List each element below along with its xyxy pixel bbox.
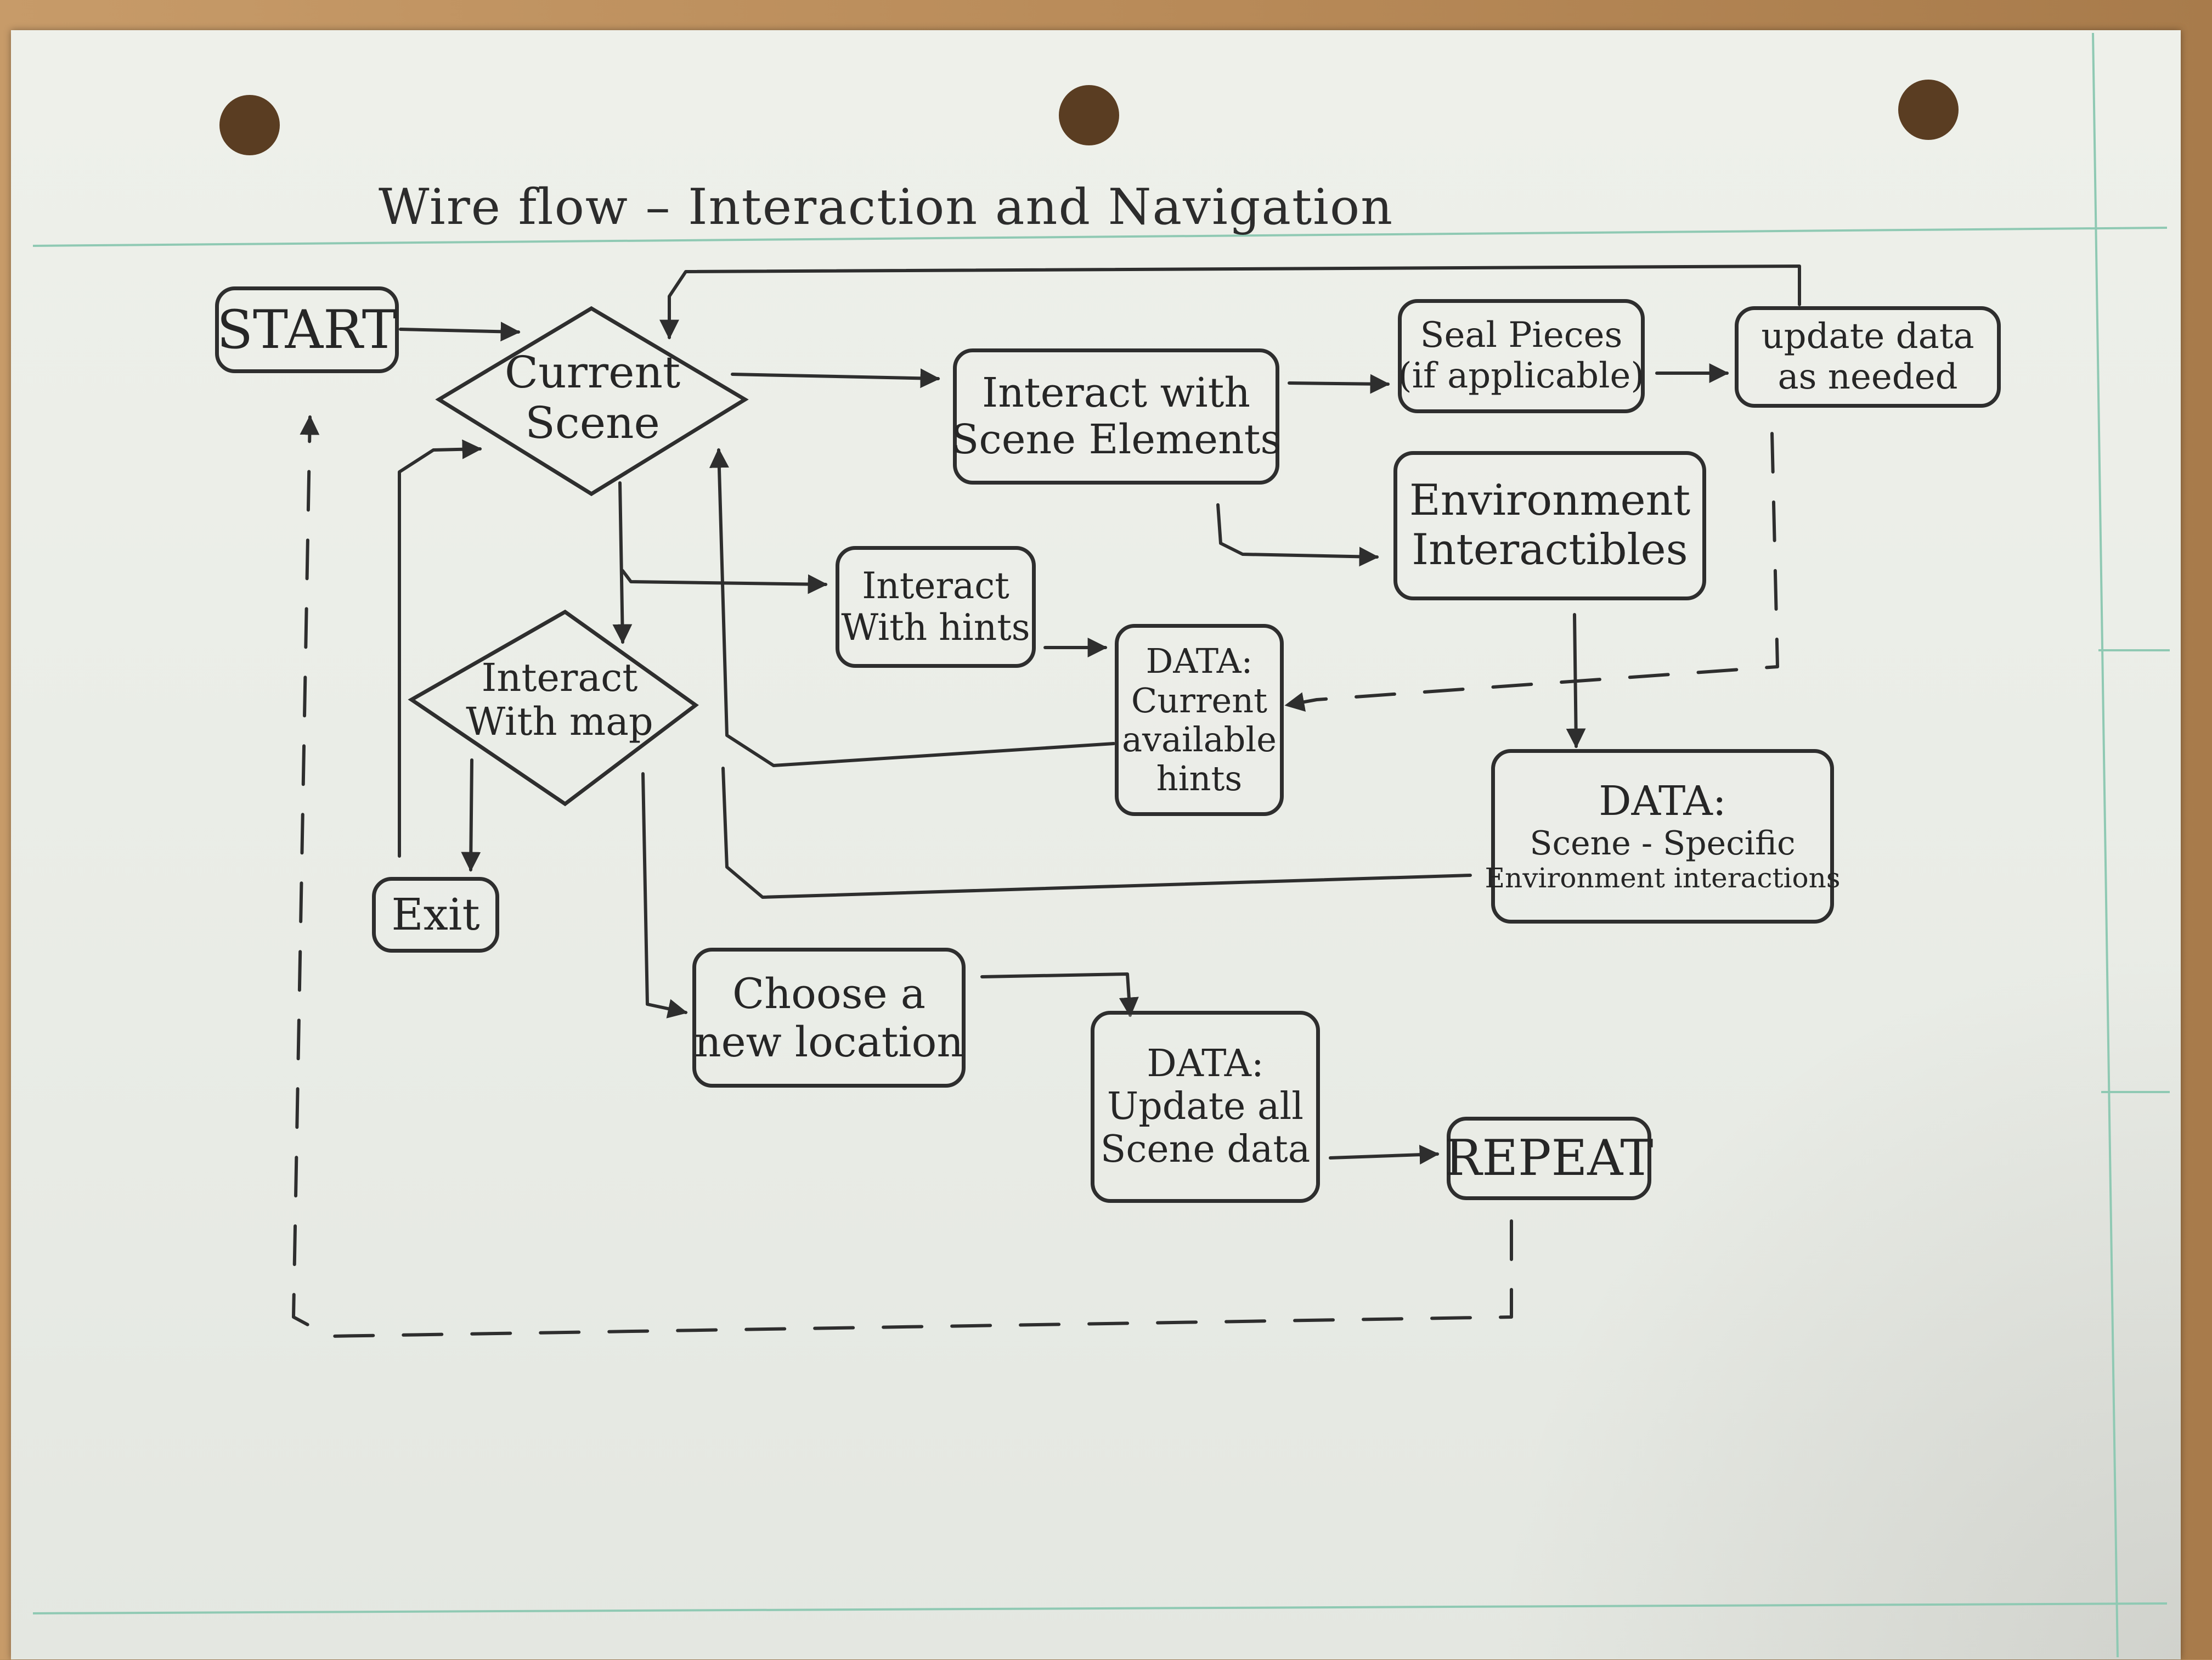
diagram-title: Wire flow – Interaction and Navigation (379, 178, 1394, 236)
interact-hints-line1: Interact (862, 565, 1009, 607)
update-data-node: update data as needed (1735, 306, 2001, 408)
interact-scene-elements-line1: Interact with (981, 369, 1251, 417)
interact-hints-node: Interact With hints (836, 546, 1036, 668)
arrow-current-scene-to-hints (621, 569, 828, 594)
data-update-all-node: DATA: Update all Scene data (1091, 1011, 1320, 1203)
current-scene-node: Current Scene (466, 335, 719, 461)
interact-map-line1: Interact (481, 655, 638, 700)
arrow-exit-to-current-scene (398, 439, 482, 858)
paper-sheet (11, 30, 2181, 1660)
paper-shadow (1492, 936, 2181, 1660)
exit-label: Exit (391, 889, 480, 940)
arrow-scene-elements-to-environment (1216, 503, 1379, 567)
paper-rule-bottom (32, 1602, 2168, 1614)
paper-margin-line (2092, 32, 2119, 1658)
update-data-line2: as needed (1778, 356, 1958, 397)
choose-location-line1: Choose a (732, 969, 926, 1018)
arrow-data-environment-to-current-scene (721, 767, 1472, 899)
arrow-data-update-all-to-repeat (1329, 1145, 1440, 1165)
interact-map-node: Interact With map (450, 642, 669, 757)
binder-hole-middle (1059, 85, 1119, 145)
current-scene-line1: Current (504, 347, 681, 398)
update-data-line1: update data (1761, 316, 1974, 357)
data-environment-node: DATA: Scene - Specific Environment inter… (1485, 749, 1841, 924)
arrow-current-scene-to-interact-map (612, 481, 633, 644)
interact-map-diamond (408, 609, 699, 807)
interact-hints-line2: With hints (841, 606, 1030, 649)
arrow-update-data-to-current-scene (659, 265, 1801, 340)
data-update-all-line1: DATA: (1147, 1042, 1264, 1085)
data-update-all-line2: Update all (1107, 1084, 1304, 1128)
repeat-node: REPEAT (1444, 1117, 1654, 1200)
interact-map-line2: With map (466, 699, 653, 744)
current-scene-line2: Scene (525, 397, 660, 448)
environment-interactibles-node: Environment Interactibles (1393, 451, 1706, 600)
data-hints-line3: available (1122, 719, 1277, 759)
dashed-arrow-update-data-to-data-hints (1284, 432, 1779, 712)
arrow-interact-map-to-exit (461, 758, 481, 872)
interact-scene-elements-line2: Scene Elements (951, 416, 1282, 463)
choose-location-line2: new location (694, 1017, 964, 1066)
data-hints-node: DATA: Current available hints (1115, 624, 1284, 816)
arrow-interact-map-to-choose-location (641, 772, 688, 1018)
data-hints-line1: DATA: (1146, 641, 1253, 682)
current-scene-diamond (435, 306, 749, 497)
environment-interactibles-line1: Environment (1409, 476, 1691, 526)
repeat-label: REPEAT (1444, 1129, 1654, 1188)
seal-pieces-line2: (if applicable) (1398, 356, 1645, 396)
arrow-data-hints-to-current-scene (709, 448, 1115, 767)
paper-rule-top (32, 227, 2168, 247)
arrow-scene-elements-to-seal-pieces (1288, 374, 1390, 394)
data-hints-line2: Current (1131, 680, 1268, 721)
exit-node: Exit (372, 877, 499, 953)
environment-interactibles-line2: Interactibles (1412, 525, 1688, 575)
data-environment-line1: DATA: (1599, 778, 1726, 825)
arrow-start-to-current-scene (399, 322, 521, 342)
data-environment-line2: Scene - Specific (1530, 824, 1796, 863)
start-label: START (217, 299, 397, 361)
data-update-all-line3: Scene data (1100, 1128, 1311, 1172)
binder-hole-right (1898, 80, 1959, 140)
start-node: START (215, 286, 399, 373)
data-hints-line4: hints (1156, 758, 1243, 799)
seal-pieces-line1: Seal Pieces (1420, 315, 1623, 356)
seal-pieces-node: Seal Pieces (if applicable) (1398, 299, 1645, 413)
choose-location-node: Choose a new location (692, 948, 966, 1088)
arrow-choose-location-to-data-update-all (980, 972, 1139, 1017)
interact-scene-elements-node: Interact with Scene Elements (951, 348, 1282, 485)
binder-hole-left (219, 95, 280, 155)
data-environment-line3: Environment interactions (1485, 862, 1841, 894)
arrow-current-scene-to-scene-elements (731, 368, 940, 389)
